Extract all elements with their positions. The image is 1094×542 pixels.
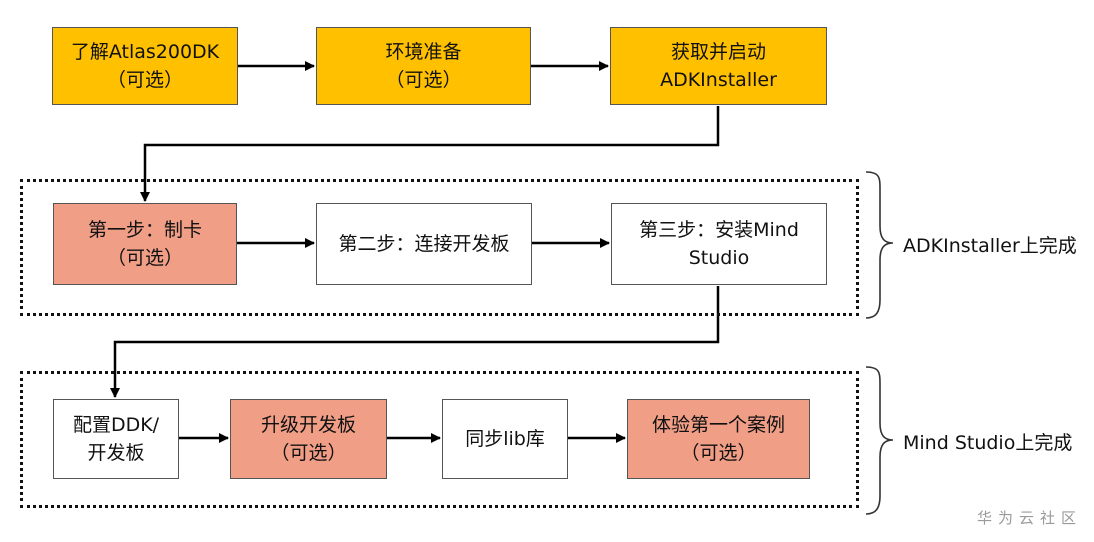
group-mind-studio (20, 371, 859, 508)
node-step2-connect-board: 第二步：连接开发板 (316, 203, 532, 285)
node-config-ddk-board: 配置DDK/ 开发板 (53, 399, 179, 479)
node-label: 体验第一个案例 （可选） (651, 414, 785, 464)
node-first-case: 体验第一个案例 （可选） (627, 399, 810, 479)
arrow-n3-to-n4 (140, 106, 720, 202)
node-label: 升级开发板 （可选） (260, 414, 356, 464)
node-get-start-adkinstaller: 获取并启动 ADKInstaller (610, 27, 827, 105)
group-label-mind-studio: Mind Studio上完成 (903, 432, 1073, 454)
node-label: 环境准备 （可选） (385, 41, 462, 91)
node-label: 第一步：制卡 （可选） (87, 219, 202, 269)
node-label: 获取并启动 ADKInstaller (660, 41, 777, 91)
node-label: 第二步：连接开发板 (338, 233, 510, 255)
node-label: 了解Atlas200DK （可选） (70, 41, 220, 91)
brace-adk (865, 171, 894, 319)
node-upgrade-board: 升级开发板 （可选） (230, 399, 387, 479)
node-learn-atlas200dk: 了解Atlas200DK （可选） (52, 27, 238, 105)
node-label: 配置DDK/ 开发板 (72, 414, 160, 464)
node-label: 同步lib库 (465, 428, 545, 450)
node-step1-make-card: 第一步：制卡 （可选） (53, 203, 237, 285)
brace-mind (865, 366, 894, 515)
node-sync-lib: 同步lib库 (442, 399, 568, 479)
node-step3-install-mind-studio: 第三步：安装Mind Studio (611, 203, 827, 285)
watermark: 华为云社区 (976, 509, 1082, 527)
group-adkinstaller (20, 179, 859, 316)
group-label-adkinstaller: ADKInstaller上完成 (903, 235, 1077, 257)
node-label: 第三步：安装Mind Studio (639, 219, 799, 269)
node-environment-prep: 环境准备 （可选） (316, 27, 531, 105)
